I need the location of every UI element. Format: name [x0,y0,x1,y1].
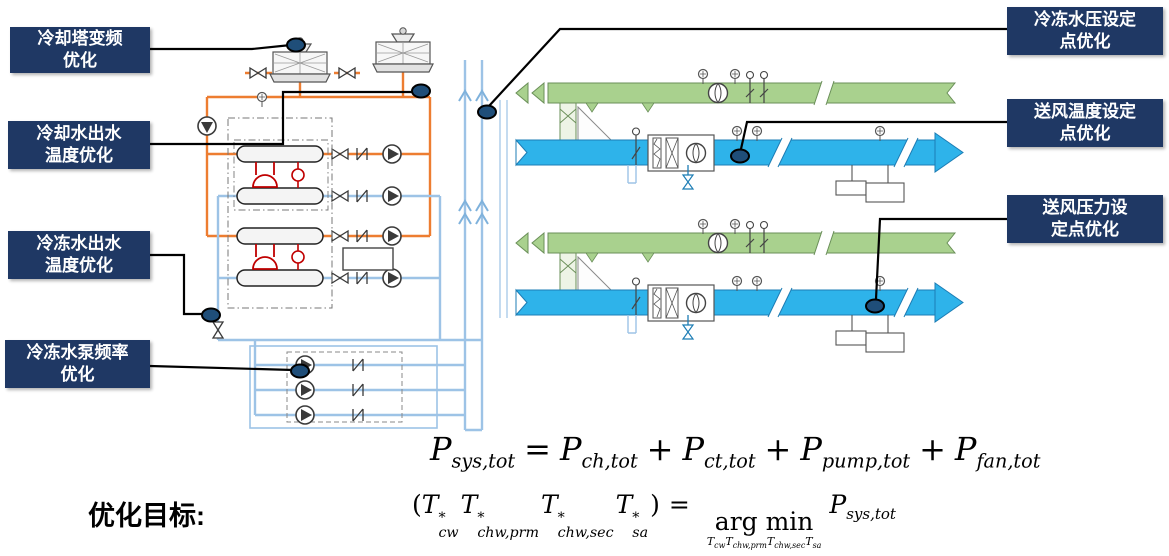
callout-supply-air-pressure-setpoint: 送风压力设 定点优化 [1007,195,1163,243]
secondary-pump-enclosure [249,345,438,429]
equation-total-power: Psys,tot=Pch,tot+Pct,tot+Ppump,tot+Pfan,… [430,430,1040,472]
marker-cooling-tower-vfd [286,37,306,53]
eq-sub: chw,prm [477,524,539,541]
callout-line: 送风温度设定 [1034,101,1136,121]
valve-icon [249,67,267,79]
eq-term: P [800,430,822,468]
optimization-markers [201,37,885,379]
callout-line: 定点优化 [1051,220,1119,239]
valve-icon [331,190,349,202]
eq-operator: = [668,490,690,519]
marker-cw-outlet-temp [411,83,431,99]
callout-line: 优化 [63,51,97,70]
marker-supply-air-pressure [865,298,885,314]
eq-sub: cw [438,524,459,541]
objective-heading: 优化目标: [88,501,205,531]
eq-term: T [460,490,478,519]
callout-line: 点优化 [1059,124,1111,143]
callout-line: 冷却水出水 [36,123,122,143]
eq-operator: + [919,430,946,468]
callout-line: 冷却塔变频 [37,28,123,48]
eq-sup: * [438,510,446,526]
secondary-pump-group-box [286,351,403,423]
eq-sub: sys,tot [451,449,516,473]
eq-term: T [421,490,439,519]
air-handling-system-2 [516,220,963,353]
marker-chw-pump-freq [290,363,310,379]
eq-term: T [615,490,633,519]
valve-icon [338,67,356,79]
pump-icon [382,186,402,206]
eq-operator: = [524,430,551,468]
eq-sub: ct,tot [704,449,756,473]
eq-sub: pump,tot [821,449,911,473]
callout-cooling-tower-vfd: 冷却塔变频 优化 [10,27,150,73]
pump-icon [295,380,315,400]
eq-term: P [954,430,977,468]
condenser-water-piping [205,71,432,238]
pump-icon [382,144,402,164]
eq-term: P [430,430,452,468]
callout-line: 温度优化 [45,146,113,165]
eq-sub: fan,tot [976,449,1041,473]
pump-icon [197,116,217,136]
chillers [227,117,333,309]
marker-supply-air-temp [730,148,750,164]
marker-chw-pressure [477,104,497,120]
eq-sub: sys,tot [846,505,896,523]
callout-line: 温度优化 [45,256,113,275]
callout-chw-outlet-temp: 冷冻水出水 温度优化 [8,231,150,279]
riser-flow-arrow-icons [458,89,489,225]
eq-term: P [829,490,847,519]
callout-line: 冷冻水压设定 [1034,9,1136,29]
eq-sub: sa [632,524,649,541]
valve-icon [212,321,224,339]
argmin-under: TcwTchw,prmTchw,secTsa [706,535,822,551]
callout-line: 点优化 [1059,32,1111,51]
callout-connectors [149,27,1007,372]
eq-sub: ch,tot [581,449,638,473]
eq-sup: * [477,510,485,526]
chilled-water-risers [463,60,508,432]
valve-icon [331,230,349,242]
callout-supply-air-temp-setpoint: 送风温度设定 点优化 [1007,99,1163,147]
pump-icon [295,405,315,425]
expansion-tank [342,247,394,271]
eq-operator: + [764,430,792,468]
valve-icon [331,272,349,284]
callout-line: 冷冻水出水 [36,233,122,253]
eq-sup: * [557,510,565,526]
eq-operator: + [646,430,674,468]
cooling-tower-icon [372,27,434,73]
callout-chw-pressure-setpoint: 冷冻水压设定 点优化 [1007,7,1163,55]
callout-cw-outlet-temp: 冷却水出水 温度优化 [8,121,150,169]
callout-chw-pump-frequency: 冷冻水泵频率 优化 [5,340,150,388]
eq-paren: ( [412,490,422,519]
callout-line: 冷冻水泵频率 [26,342,129,362]
callout-line: 送风压力设 [1042,197,1128,217]
eq-sup: * [632,510,640,526]
pump-icon [382,268,402,288]
eq-paren: ) [650,490,660,519]
sensor-icon [256,91,268,108]
eq-sub: chw,sec [557,524,614,541]
argmin-label: arg min [714,507,814,536]
valve-icon [331,148,349,160]
air-handling-system-1 [516,70,963,203]
callout-line: 优化 [60,365,95,384]
eq-term: P [682,430,705,468]
eq-term: P [559,430,582,468]
eq-term: T [540,490,558,519]
pump-icon [382,226,402,246]
marker-chw-outlet-temp [201,307,221,323]
